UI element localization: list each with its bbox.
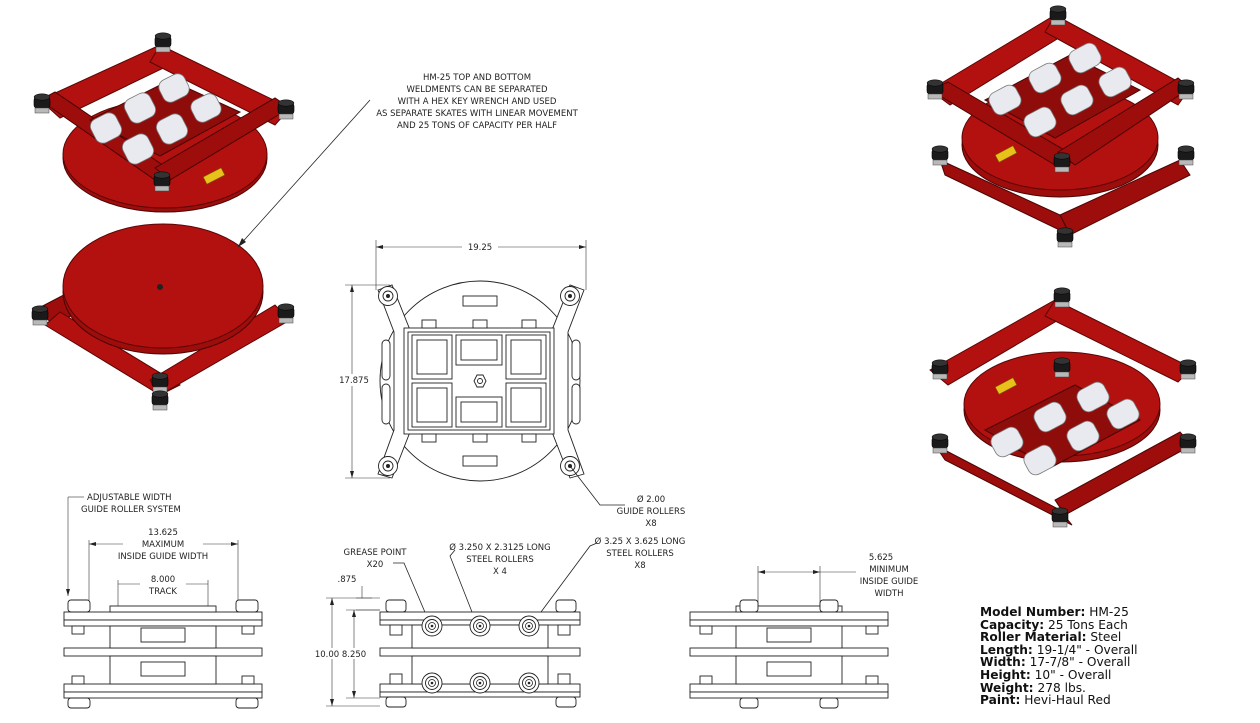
- plan-view: 19.25 17.875: [336, 240, 587, 482]
- max-inside-value: 13.625: [148, 528, 178, 538]
- dim-offset: .875: [338, 575, 357, 585]
- spec-row-paint: Paint: Hevi-Haul Red: [980, 694, 1250, 707]
- guide-roller-qty: X8: [645, 519, 656, 529]
- spec-value-model: HM-25: [1089, 605, 1129, 619]
- grease-point-qty: X20: [367, 560, 384, 570]
- weldment-note-line-3: WITH A HEX KEY WRENCH AND USED: [398, 97, 557, 107]
- adjustable-line-2: GUIDE ROLLER SYSTEM: [81, 505, 181, 515]
- spec-value-paint: Hevi-Haul Red: [1024, 693, 1111, 708]
- spec-row-weight: Weight: 278 lbs.: [980, 680, 1250, 695]
- spec-label-model: Model Number:: [980, 605, 1086, 619]
- min-inside-desc-2: WIDTH: [874, 589, 903, 599]
- spec-value-roller-material: Steel: [1090, 630, 1122, 645]
- spec-label-roller-material: Roller Material:: [980, 630, 1087, 645]
- spec-label-length: Length:: [980, 642, 1033, 657]
- spec-label-height: Height:: [980, 667, 1031, 682]
- spec-block: Model Number: HM-25 Capacity: 25 Tons Ea…: [980, 606, 1250, 707]
- max-inside-label: MAXIMUM: [142, 540, 184, 550]
- spec-row-model: Model Number: HM-25: [980, 606, 1250, 619]
- spec-value-height: 10" - Overall: [1034, 667, 1112, 682]
- spec-value-width: 17-7/8" - Overall: [1029, 655, 1131, 670]
- guide-roller-label: GUIDE ROLLERS: [617, 507, 686, 517]
- weldment-note: HM-25 TOP AND BOTTOM WELDMENTS CAN BE SE…: [376, 73, 578, 131]
- iso-view-assembled-top: [926, 5, 1195, 248]
- adjustable-line-1: ADJUSTABLE WIDTH: [87, 493, 172, 503]
- side-view-max-width: ADJUSTABLE WIDTH GUIDE ROLLER SYSTEM 13.…: [63, 493, 263, 709]
- min-inside-label: MINIMUM: [869, 565, 909, 575]
- spec-row-width: Width: 17-7/8" - Overall: [980, 656, 1250, 669]
- long-roller-label: STEEL ROLLERS: [606, 549, 674, 559]
- long-roller-qty: X8: [634, 561, 645, 571]
- dim-length: 19.25: [468, 243, 492, 253]
- weldment-note-line-2: WELDMENTS CAN BE SEPARATED: [406, 85, 548, 95]
- spec-row-roller-material: Roller Material: Steel: [980, 631, 1250, 644]
- min-inside-value: 5.625: [869, 553, 893, 563]
- spec-value-length: 19-1/4" - Overall: [1036, 642, 1138, 657]
- side-view-min-width: 5.625 MINIMUM INSIDE GUIDE WIDTH: [689, 553, 919, 709]
- grease-point-label: GREASE POINT: [343, 548, 407, 558]
- short-roller-dia: Ø 3.250 X 2.3125 LONG: [449, 542, 550, 553]
- spec-row-length: Length: 19-1/4" - Overall: [980, 642, 1250, 657]
- spec-label-capacity: Capacity:: [980, 617, 1045, 632]
- spec-value-weight: 278 lbs.: [1037, 680, 1086, 695]
- iso-view-assembled-bottom: [929, 287, 1197, 528]
- spec-row-capacity: Capacity: 25 Tons Each: [980, 617, 1250, 632]
- track-value: 8.000: [151, 575, 175, 585]
- track-label: TRACK: [148, 587, 177, 597]
- guide-roller-callout: Ø 2.00 GUIDE ROLLERS X8: [617, 494, 686, 529]
- dim-height-overall: 10.00: [315, 650, 339, 660]
- guide-roller-dia: Ø 2.00: [637, 494, 665, 505]
- spec-row-height: Height: 10" - Overall: [980, 669, 1250, 682]
- spec-label-width: Width:: [980, 655, 1026, 670]
- max-inside-desc: INSIDE GUIDE WIDTH: [118, 552, 208, 562]
- weldment-note-leader: [237, 99, 371, 248]
- short-roller-qty: X 4: [493, 567, 507, 577]
- iso-view-top-weldment: [33, 32, 295, 213]
- guide-roller-leader: [569, 465, 625, 506]
- iso-view-bottom-weldment: [31, 223, 295, 411]
- weldment-note-line-1: HM-25 TOP AND BOTTOM: [423, 73, 531, 83]
- spec-value-capacity: 25 Tons Each: [1048, 617, 1128, 632]
- spec-label-paint: Paint:: [980, 693, 1021, 708]
- weldment-note-line-5: AND 25 TONS OF CAPACITY PER HALF: [397, 121, 557, 131]
- spec-label-weight: Weight:: [980, 680, 1034, 695]
- dim-width: 17.875: [339, 376, 369, 386]
- dim-height-inner: 8.250: [342, 650, 366, 660]
- short-roller-label: STEEL ROLLERS: [466, 555, 534, 565]
- weldment-note-line-4: AS SEPARATE SKATES WITH LINEAR MOVEMENT: [376, 109, 578, 119]
- side-view-rollers: GREASE POINT X20 Ø 3.250 X 2.3125 LONG S…: [313, 536, 686, 708]
- min-inside-desc-1: INSIDE GUIDE: [860, 577, 919, 587]
- long-roller-dia: Ø 3.25 X 3.625 LONG: [595, 536, 686, 547]
